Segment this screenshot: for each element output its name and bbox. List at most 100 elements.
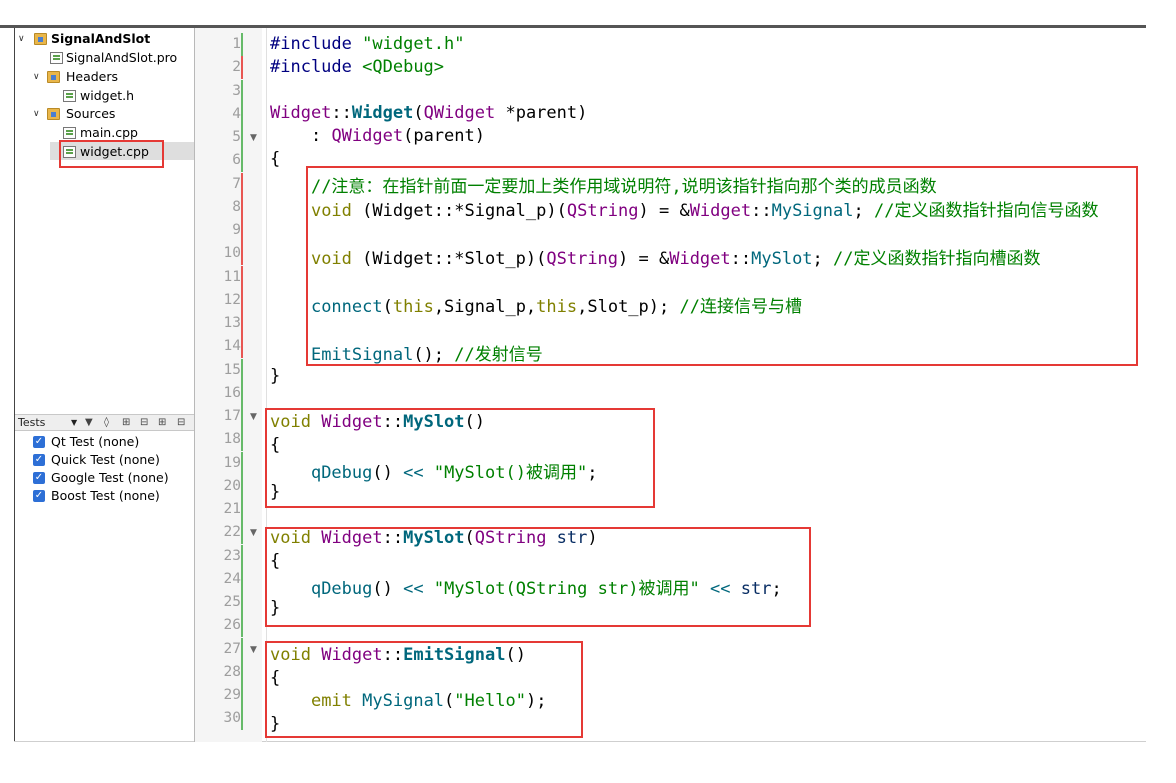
code-line-7[interactable]: //注意：在指针前面一定要加上类作用域说明符,说明该指针指向那个类的成员函数 — [310, 177, 937, 197]
code-line-24[interactable]: qDebug() << "MySlot(QString str)被调用" << … — [310, 579, 782, 599]
headers-folder-icon — [47, 71, 60, 83]
code-line-18[interactable]: { — [270, 435, 281, 455]
line-change-marker — [241, 266, 243, 289]
line-number: 23 — [223, 548, 241, 564]
code-line-28[interactable]: { — [270, 668, 281, 688]
line-change-marker — [241, 173, 243, 196]
code-line-15[interactable]: } — [270, 366, 281, 386]
tests-title: Tests — [18, 416, 46, 429]
expand-arrow-icon[interactable]: ∨ — [33, 72, 40, 82]
fold-arrow-icon[interactable]: ▼ — [250, 528, 257, 538]
line-number: 27 — [223, 641, 241, 657]
header-file-icon — [63, 90, 76, 102]
widget-cpp-highlight-box — [59, 140, 164, 168]
code-line-14[interactable]: EmitSignal(); //发射信号 — [310, 345, 543, 365]
line-number: 13 — [223, 315, 241, 331]
fold-arrow-icon[interactable]: ▼ — [250, 133, 257, 143]
collapse-all-icon[interactable]: ⊟ — [140, 417, 149, 428]
line-change-marker — [241, 614, 243, 637]
line-change-marker — [241, 498, 243, 521]
source-file-icon — [63, 146, 76, 158]
line-number: 18 — [223, 431, 241, 447]
checkbox-checked-icon[interactable]: ✓ — [33, 472, 45, 484]
project-name: SignalAndSlot — [51, 31, 151, 46]
myslot-qstring-highlight-box — [265, 527, 811, 627]
line-number-gutter — [195, 28, 262, 742]
line-change-marker — [241, 103, 243, 126]
line-number: 3 — [232, 83, 241, 99]
split-icon[interactable]: ⊞ — [158, 417, 167, 428]
gutter-border — [266, 28, 267, 742]
line-change-marker — [241, 242, 243, 265]
line-number: 28 — [223, 664, 241, 680]
line-number: 14 — [223, 338, 241, 354]
line-change-marker — [241, 80, 243, 103]
run-icon[interactable]: ◊ — [104, 417, 109, 428]
line-change-marker — [241, 521, 243, 544]
expand-arrow-icon[interactable]: ∨ — [33, 109, 40, 119]
line-change-marker — [241, 335, 243, 358]
line-change-marker — [241, 219, 243, 242]
code-line-10[interactable]: void (Widget::*Slot_p)(QString) = &Widge… — [310, 249, 1041, 269]
main-cpp-label: main.cpp — [80, 125, 138, 140]
source-file-icon — [63, 127, 76, 139]
project-folder-icon — [34, 33, 47, 45]
line-number: 25 — [223, 594, 241, 610]
checkbox-checked-icon[interactable]: ✓ — [33, 490, 45, 502]
dropdown-arrow-icon[interactable]: ▼ — [71, 418, 78, 427]
line-change-marker — [241, 568, 243, 591]
line-change-marker — [241, 359, 243, 382]
line-number: 5 — [232, 129, 241, 145]
line-change-marker — [241, 382, 243, 405]
code-line-23[interactable]: { — [270, 551, 281, 571]
line-change-marker — [241, 126, 243, 149]
line-number: 15 — [223, 362, 241, 378]
line-change-marker — [241, 545, 243, 568]
line-number: 20 — [223, 478, 241, 494]
code-line-19[interactable]: qDebug() << "MySlot()被调用"; — [310, 463, 598, 483]
line-number: 11 — [223, 269, 241, 285]
code-line-27[interactable]: void Widget::EmitSignal() — [270, 645, 526, 665]
line-change-marker — [241, 289, 243, 312]
line-number: 6 — [232, 152, 241, 168]
line-change-marker — [241, 591, 243, 614]
line-change-marker — [241, 452, 243, 475]
checkbox-checked-icon[interactable]: ✓ — [33, 436, 45, 448]
panel-divider[interactable] — [194, 28, 195, 742]
expand-all-icon[interactable]: ⊞ — [122, 417, 131, 428]
code-line-30[interactable]: } — [270, 714, 281, 734]
close-panel-icon[interactable]: ⊟ — [177, 417, 186, 428]
checkbox-checked-icon[interactable]: ✓ — [33, 454, 45, 466]
code-line-8[interactable]: void (Widget::*Signal_p)(QString) = &Wid… — [310, 201, 1099, 221]
line-change-marker — [241, 661, 243, 684]
filter-icon[interactable]: ▼ — [85, 417, 93, 428]
expand-arrow-icon[interactable]: ∨ — [18, 34, 25, 44]
code-line-4[interactable]: Widget::Widget(QWidget *parent) — [270, 103, 588, 123]
line-change-marker — [241, 56, 243, 79]
line-number: 12 — [223, 292, 241, 308]
pointer-code-highlight-box — [306, 166, 1138, 366]
code-line-12[interactable]: connect(this,Signal_p,this,Slot_p); //连接… — [310, 297, 802, 317]
line-number: 16 — [223, 385, 241, 401]
code-line-17[interactable]: void Widget::MySlot() — [270, 412, 486, 432]
line-number: 19 — [223, 455, 241, 471]
line-change-marker — [241, 149, 243, 172]
fold-arrow-icon[interactable]: ▼ — [250, 645, 257, 655]
widget-cpp-label: widget.cpp — [80, 144, 149, 159]
line-number: 4 — [232, 106, 241, 122]
code-line-2[interactable]: #include <QDebug> — [270, 57, 445, 77]
tests-toolbar: Tests ▼ ▼ ◊ ⊞ ⊟ ⊞ ⊟ — [15, 414, 194, 431]
line-change-marker — [241, 312, 243, 335]
code-line-5[interactable]: : QWidget(parent) — [310, 126, 485, 146]
line-change-marker — [241, 196, 243, 219]
code-line-20[interactable]: } — [270, 482, 281, 502]
code-line-1[interactable]: #include "widget.h" — [270, 34, 465, 54]
fold-arrow-icon[interactable]: ▼ — [250, 412, 257, 422]
code-line-22[interactable]: void Widget::MySlot(QString str) — [270, 528, 598, 548]
code-line-6[interactable]: { — [270, 149, 281, 169]
code-line-29[interactable]: emit MySignal("Hello"); — [310, 691, 547, 711]
line-change-marker — [241, 428, 243, 451]
line-number: 8 — [232, 199, 241, 215]
line-number: 1 — [232, 36, 241, 52]
code-line-25[interactable]: } — [270, 598, 281, 618]
